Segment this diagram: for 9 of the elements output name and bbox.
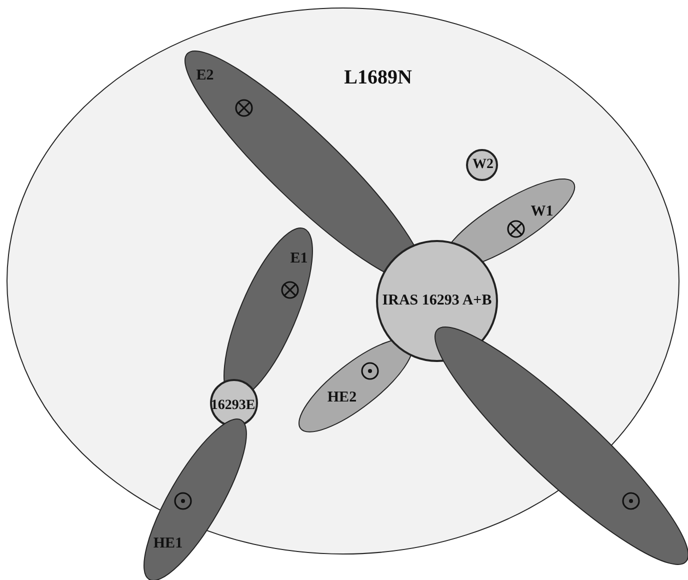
region-label: L1689N <box>344 66 412 90</box>
region-label: HE1 <box>153 535 183 553</box>
region-label: W1 <box>530 203 554 221</box>
region-label: 16293E <box>210 398 256 414</box>
region-label: HE2 <box>327 389 357 407</box>
region-label: E1 <box>290 250 308 268</box>
region-label: E2 <box>196 67 214 85</box>
region-label: IRAS 16293 A+B <box>382 292 492 310</box>
region-label: W2 <box>472 156 494 174</box>
